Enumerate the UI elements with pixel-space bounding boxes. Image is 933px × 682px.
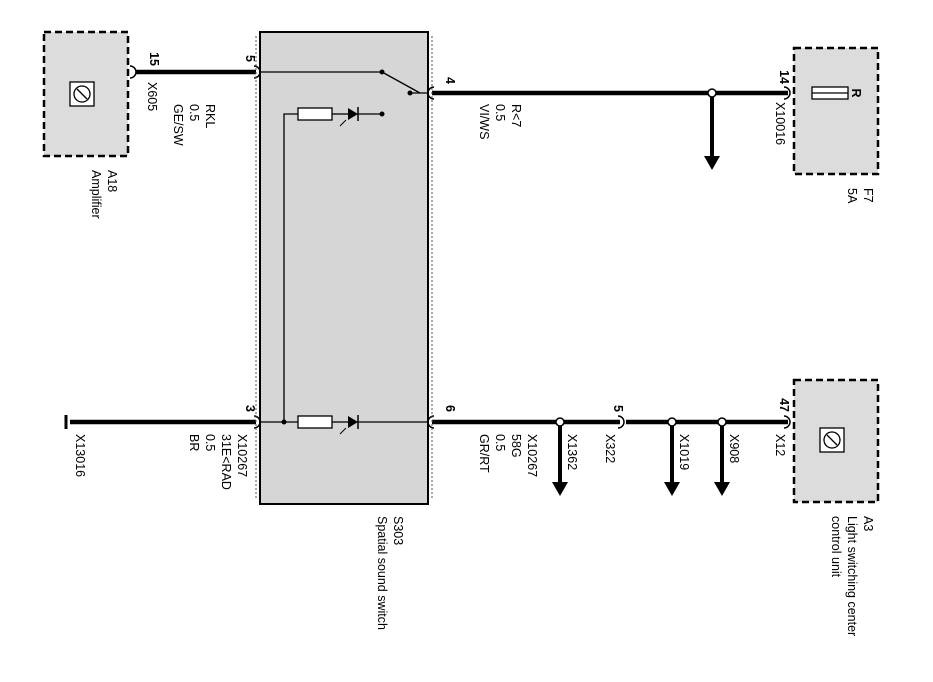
rkl-size: 0.5 <box>187 104 201 121</box>
r7-size: 0.5 <box>493 104 507 121</box>
fuse-icon <box>811 86 849 100</box>
wire-rkl-label: RKL 0.5 GE/SW <box>171 104 217 146</box>
switch-pin-4: 4 <box>443 77 457 84</box>
rkl-color: GE/SW <box>171 104 185 146</box>
splice-322-pin: 5 <box>611 405 625 412</box>
switch-pin-5: 5 <box>243 55 257 62</box>
amplifier-name: Amplifier <box>89 170 103 219</box>
erad-connector: X10267 <box>235 434 249 477</box>
light-unit-name-1: Light switching center <box>845 516 859 636</box>
fuse-label: R <box>849 88 863 97</box>
amp-pin: 15 <box>147 52 161 66</box>
g58-color: GR/RT <box>477 434 491 473</box>
light-unit-name-2: control unit <box>829 516 843 578</box>
amplifier-module-icon <box>69 81 95 107</box>
light-unit-pin: 47 <box>777 398 791 412</box>
ground-connector: X13016 <box>73 434 87 477</box>
wire-58g-label: X10267 58G 0.5 GR/RT <box>477 434 539 477</box>
amp-connector: X605 <box>145 82 159 111</box>
r7-color: VI/WS <box>477 104 491 139</box>
light-unit-id: A3 <box>861 516 875 531</box>
fuse-id: F7 <box>861 188 875 203</box>
wire-31e-rad-label: X10267 31E<RAD 0.5 BR <box>187 434 249 490</box>
erad-name: 31E<RAD <box>219 434 233 490</box>
g58-connector: X10267 <box>525 434 539 477</box>
r7-name: R<7 <box>509 104 523 127</box>
fuse-rating: 5A <box>845 188 859 204</box>
switch-internals <box>260 69 428 435</box>
rkl-name: RKL <box>203 104 217 128</box>
g58-size: 0.5 <box>493 434 507 451</box>
switch-pin-3: 3 <box>243 405 257 412</box>
g58-name: 58G <box>509 434 523 458</box>
splice-1362: X1362 <box>565 434 579 470</box>
fuse-box[interactable] <box>792 46 880 176</box>
amplifier-id: A18 <box>105 170 119 192</box>
spatial-switch-box[interactable] <box>259 31 429 505</box>
switch-name: Spatial sound switch <box>375 516 389 630</box>
erad-size: 0.5 <box>203 434 217 451</box>
wire-r7-label: R<7 0.5 VI/WS <box>477 104 523 139</box>
splice-908: X908 <box>727 434 741 463</box>
light-unit-module-icon <box>819 427 845 453</box>
switch-pin-6: 6 <box>443 405 457 412</box>
light-unit-connector: X12 <box>773 434 787 456</box>
switch-id: S303 <box>391 516 405 545</box>
fuse-pin: 14 <box>777 70 791 84</box>
splice-322: X322 <box>603 434 617 463</box>
connector-cups <box>129 65 791 429</box>
fuse-connector: X10016 <box>773 102 787 145</box>
splice-1019: X1019 <box>677 434 691 470</box>
branch-arrows <box>552 88 730 496</box>
erad-color: BR <box>187 434 201 451</box>
